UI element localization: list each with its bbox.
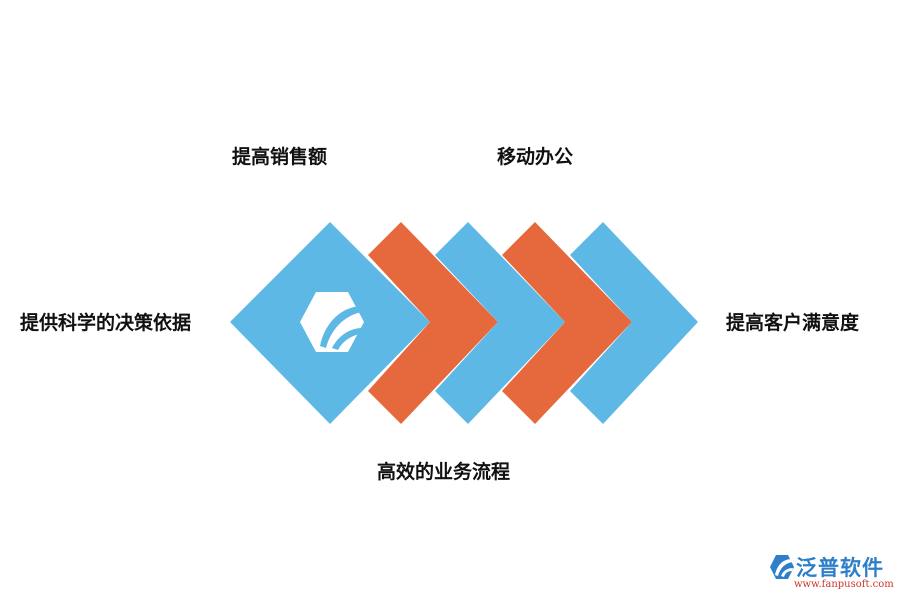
brand-url: www.fanpusoft.com <box>794 579 894 590</box>
brand-hexagon-icon <box>300 292 364 352</box>
brand-logo-icon <box>770 555 794 579</box>
label-right: 提高客户满意度 <box>726 312 860 334</box>
label-top-right: 移动办公 <box>497 146 574 168</box>
label-bottom: 高效的业务流程 <box>377 461 511 483</box>
chevron-4 <box>570 222 698 424</box>
brand-name: 泛普软件 <box>796 556 884 580</box>
chevron-2 <box>435 222 565 424</box>
chevron-3 <box>502 222 632 424</box>
label-top-left: 提高销售额 <box>232 146 328 168</box>
label-left: 提供科学的决策依据 <box>20 312 192 334</box>
chevron-1 <box>368 222 498 424</box>
brand-logo: 泛普软件 www.fanpusoft.com <box>768 552 894 596</box>
